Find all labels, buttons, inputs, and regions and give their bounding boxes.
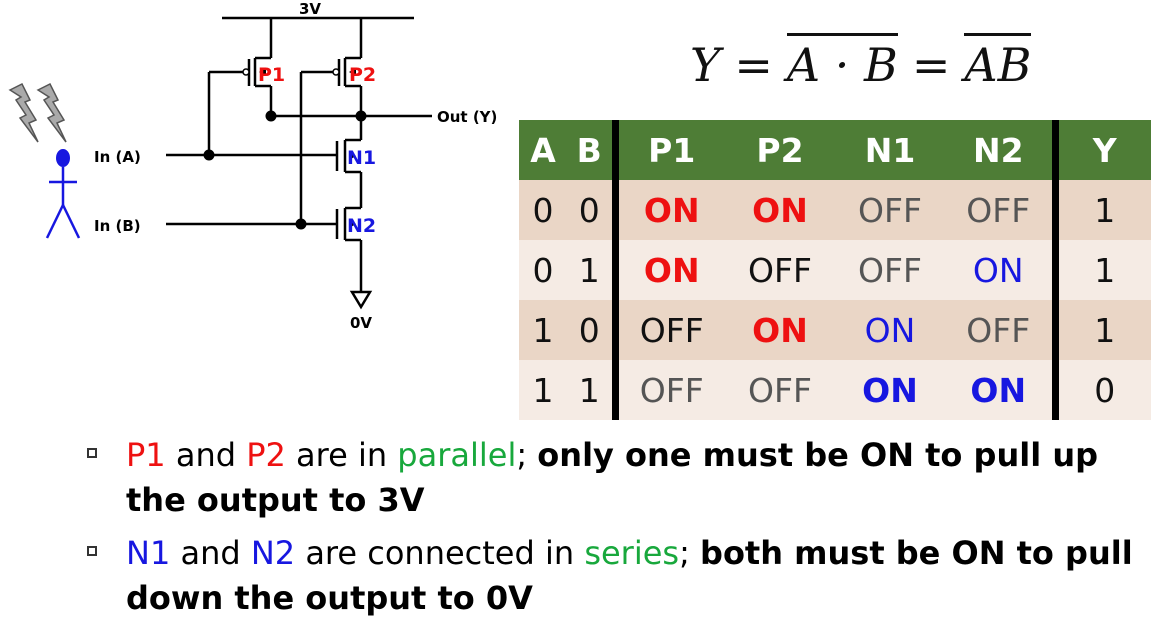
cell-a: 1	[519, 300, 567, 360]
cell-n2: OFF	[945, 180, 1055, 240]
table-row: 1 1 OFF OFF ON ON 0	[519, 360, 1151, 420]
output-label: Out (Y)	[437, 108, 497, 126]
gnd-label: 0V	[350, 314, 372, 332]
header-a: A	[519, 120, 567, 180]
cell-p1: ON	[611, 240, 725, 300]
bullet-term-1: P1	[126, 436, 166, 474]
cell-n2: OFF	[945, 300, 1055, 360]
truth-table: A B P1 P2 N1 N2 Y 0 0 ON ON OFF OFF 1 0 …	[519, 120, 1151, 420]
cell-n2: ON	[945, 240, 1055, 300]
bullet-emphasis: both must be ON to pull down the output …	[126, 534, 1133, 617]
cell-p2: ON	[725, 180, 835, 240]
p1-label: P1	[258, 64, 285, 86]
header-n2: N2	[945, 120, 1055, 180]
equation-output: Y	[690, 38, 721, 92]
bullet-and: and	[165, 436, 247, 474]
bullet-emphasis: only one must be ON to pull up the outpu…	[126, 436, 1098, 519]
cell-a: 0	[519, 240, 567, 300]
cell-p1: ON	[611, 180, 725, 240]
n1-label: N1	[347, 147, 376, 169]
bullet-semicolon: ;	[679, 534, 701, 572]
cell-y: 1	[1051, 240, 1151, 300]
equals-sign-2: =	[911, 38, 951, 92]
nand-equation: Y=A · B=AB	[690, 30, 1032, 100]
input-a-label: In (A)	[94, 148, 141, 166]
equals-sign-1: =	[734, 38, 773, 92]
cell-p2: OFF	[725, 240, 835, 300]
cell-p2: OFF	[725, 360, 835, 420]
list-item: P1 and P2 are in parallel; only one must…	[84, 433, 1154, 523]
cell-b: 1	[567, 360, 615, 420]
cell-p1: OFF	[611, 360, 725, 420]
square-bullet-icon	[87, 448, 97, 458]
cell-y: 0	[1051, 360, 1151, 420]
cell-y: 1	[1051, 180, 1151, 240]
input-b-label: In (B)	[94, 217, 141, 235]
header-y: Y	[1051, 120, 1151, 180]
table-row: 0 1 ON OFF OFF ON 1	[519, 240, 1151, 300]
bullet-list: P1 and P2 are in parallel; only one must…	[84, 433, 1154, 629]
cell-b: 0	[567, 300, 615, 360]
bullet-term-2: P2	[246, 436, 286, 474]
cell-b: 1	[567, 240, 615, 300]
cell-n1: ON	[835, 360, 945, 420]
bullet-term-2: N2	[250, 534, 296, 572]
list-item: N1 and N2 are connected in series; both …	[84, 531, 1154, 621]
cell-a: 1	[519, 360, 567, 420]
bullet-and: and	[170, 534, 251, 572]
table-header-row: A B P1 P2 N1 N2 Y	[519, 120, 1151, 180]
nand-circuit-diagram: 3V 0V Out (Y) In (A) In (B) P1 P2 N1 N2	[8, 0, 497, 332]
cell-y: 1	[1051, 300, 1151, 360]
header-b: B	[567, 120, 615, 180]
bullet-semicolon: ;	[516, 436, 538, 474]
cell-n2: ON	[945, 360, 1055, 420]
cell-a: 0	[519, 180, 567, 240]
equation-ab: AB	[964, 33, 1032, 92]
cell-n1: OFF	[835, 240, 945, 300]
n2-label: N2	[347, 215, 376, 237]
header-p2: P2	[725, 120, 835, 180]
cell-p2: ON	[725, 300, 835, 360]
cell-n1: OFF	[835, 180, 945, 240]
cell-b: 0	[567, 180, 615, 240]
p2-label: P2	[349, 64, 376, 86]
header-n1: N1	[835, 120, 945, 180]
table-row: 0 0 ON ON OFF OFF 1	[519, 180, 1151, 240]
cell-n1: ON	[835, 300, 945, 360]
bullet-connection-kind: series	[584, 534, 680, 572]
cell-p1: OFF	[611, 300, 725, 360]
table-row: 1 0 OFF ON ON OFF 1	[519, 300, 1151, 360]
bullet-mid-text: are in	[285, 436, 398, 474]
bullet-term-1: N1	[126, 534, 171, 572]
bullet-mid-text: are connected in	[295, 534, 585, 572]
equation-a-dot-b: A · B	[786, 33, 898, 92]
vdd-label: 3V	[299, 0, 321, 18]
square-bullet-icon	[87, 546, 97, 556]
header-p1: P1	[611, 120, 725, 180]
bullet-connection-kind: parallel	[397, 436, 517, 474]
